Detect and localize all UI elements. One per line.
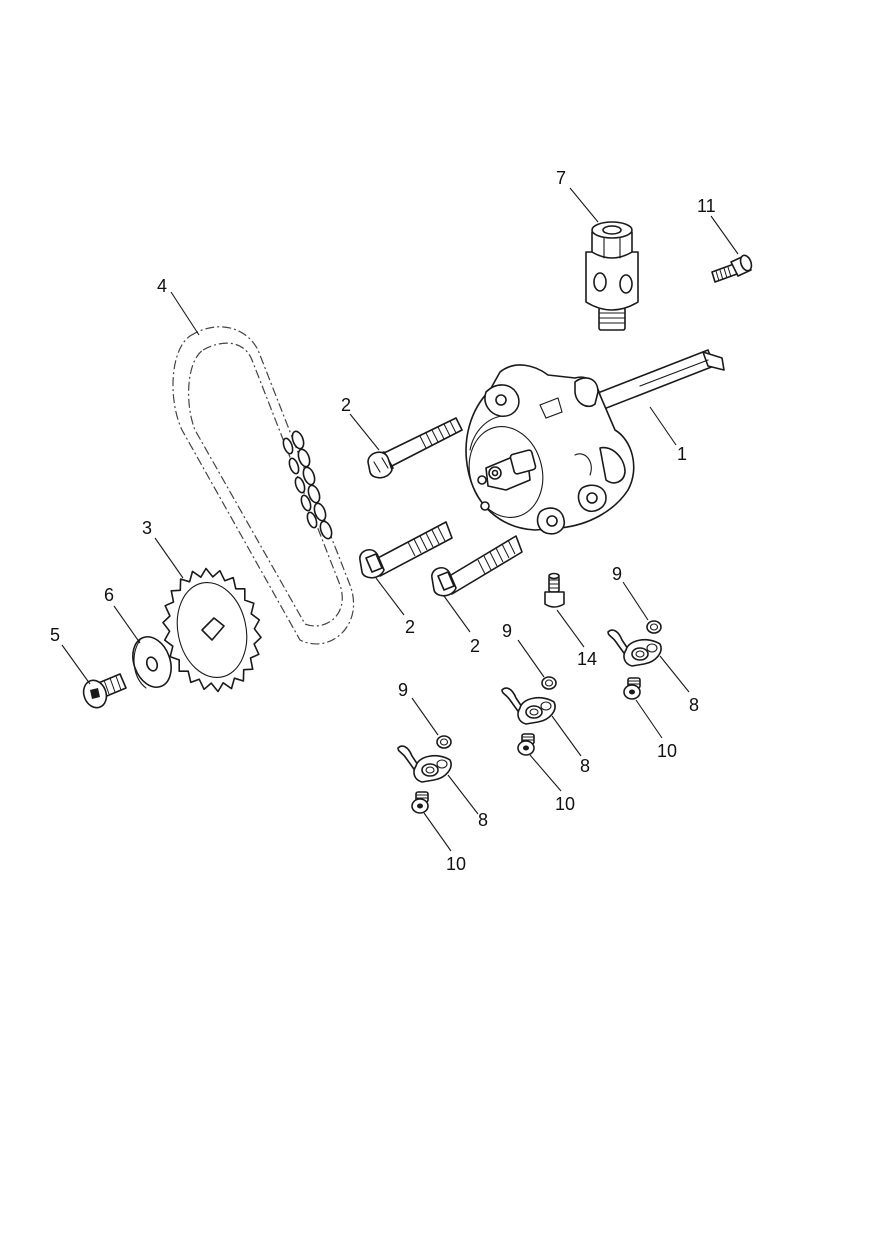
- part-2-bolt-lower[interactable]: [431, 535, 523, 597]
- callout-labels: 7 11 4 2 1 3 6 5 2 2 14 9 9 9 8 8 8 10 1…: [50, 168, 716, 874]
- part-4-chain[interactable]: [172, 326, 355, 645]
- part-14-fitting[interactable]: [544, 572, 565, 608]
- part-11-screw[interactable]: [711, 254, 753, 283]
- part-8-oil-jet-c[interactable]: [397, 745, 452, 783]
- callout-5: 5: [50, 625, 60, 645]
- callout-7: 7: [556, 168, 566, 188]
- part-6-washer[interactable]: [126, 631, 178, 692]
- callout-2: 2: [341, 395, 351, 415]
- part-7-relief-valve[interactable]: [585, 221, 639, 331]
- callout-3: 3: [142, 518, 152, 538]
- chain-links-detail: [282, 430, 333, 540]
- part-8-oil-jet-a[interactable]: [607, 629, 662, 667]
- part-10-screw-c[interactable]: [411, 791, 429, 814]
- callout-9: 9: [612, 564, 622, 584]
- callout-14: 14: [577, 649, 597, 669]
- callout-2: 2: [405, 617, 415, 637]
- callout-9: 9: [502, 621, 512, 641]
- part-9-oring-b[interactable]: [541, 676, 557, 690]
- part-1-oil-pump[interactable]: [459, 349, 725, 535]
- part-10-screw-a[interactable]: [623, 677, 641, 700]
- callout-11: 11: [697, 196, 716, 216]
- part-2-bolt-middle[interactable]: [359, 521, 453, 579]
- part-2-bolt-upper[interactable]: [367, 417, 463, 479]
- callout-8: 8: [580, 756, 590, 776]
- callout-6: 6: [104, 585, 114, 605]
- callout-1: 1: [677, 444, 687, 464]
- callout-8: 8: [689, 695, 699, 715]
- callout-10: 10: [446, 854, 466, 874]
- callout-10: 10: [555, 794, 575, 814]
- part-9-oring-c[interactable]: [436, 735, 452, 749]
- callout-9: 9: [398, 680, 408, 700]
- part-8-oil-jet-b[interactable]: [501, 687, 556, 725]
- part-9-oring-a[interactable]: [646, 620, 662, 634]
- part-10-screw-b[interactable]: [517, 733, 535, 756]
- callout-2: 2: [470, 636, 480, 656]
- callout-8: 8: [478, 810, 488, 830]
- part-5-screw[interactable]: [80, 673, 127, 711]
- leader-lines: [61, 187, 739, 852]
- callout-10: 10: [657, 741, 677, 761]
- callout-4: 4: [157, 276, 167, 296]
- part-3-sprocket[interactable]: [162, 567, 262, 693]
